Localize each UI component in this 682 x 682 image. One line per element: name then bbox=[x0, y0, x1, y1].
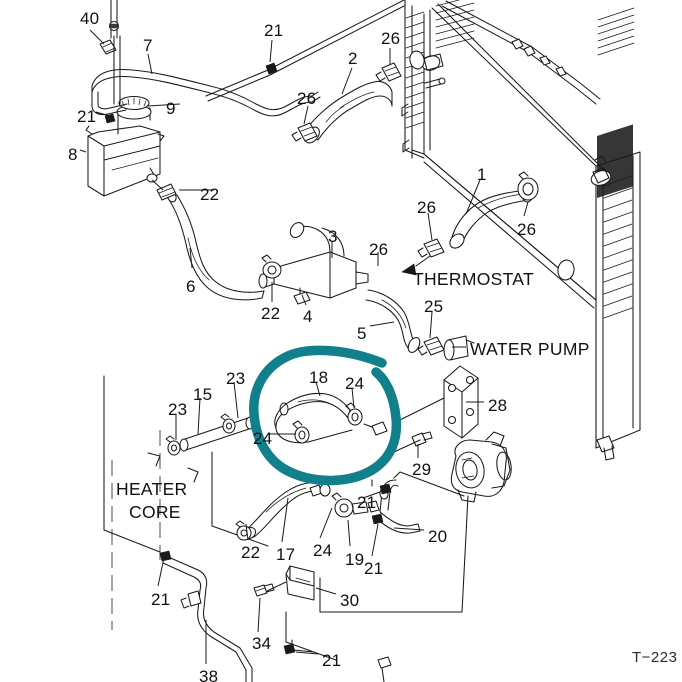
part-number-20: 20 bbox=[428, 527, 448, 546]
clamp-26-d bbox=[517, 171, 539, 201]
sheet-code: T−223 bbox=[632, 649, 678, 666]
part-number-40: 40 bbox=[80, 9, 100, 28]
clip-21-e bbox=[159, 550, 172, 562]
clip-21-d bbox=[371, 513, 384, 525]
bottom-bolt bbox=[377, 656, 392, 682]
part-number-5: 5 bbox=[357, 324, 367, 343]
part-number-21: 21 bbox=[264, 21, 284, 40]
part-number-21: 21 bbox=[364, 559, 384, 578]
part-number-18: 18 bbox=[309, 368, 329, 387]
clamp-24-c bbox=[309, 483, 331, 497]
part-number-24: 24 bbox=[313, 541, 333, 560]
part-number-24: 24 bbox=[253, 429, 273, 448]
part-number-24: 24 bbox=[345, 374, 365, 393]
part-number-26: 26 bbox=[517, 220, 537, 239]
part-number-15: 15 bbox=[193, 385, 213, 404]
pipe-bracket-28 bbox=[443, 365, 479, 439]
heater-core-outline bbox=[103, 375, 269, 630]
part-number-22: 22 bbox=[261, 304, 281, 323]
part-number-26: 26 bbox=[417, 198, 437, 217]
text-label-thermostat: THERMOSTAT bbox=[413, 269, 534, 289]
part-number-2: 2 bbox=[348, 49, 358, 68]
water-pump-inlet bbox=[443, 335, 475, 361]
part-number-25: 25 bbox=[424, 297, 444, 316]
part-number-26: 26 bbox=[369, 240, 389, 259]
text-label-core: CORE bbox=[129, 502, 181, 522]
part-number-38: 38 bbox=[199, 667, 219, 682]
part-number-21: 21 bbox=[151, 590, 171, 609]
part-number-22: 22 bbox=[200, 185, 220, 204]
part-number-29: 29 bbox=[412, 460, 432, 479]
coolant-pipe-3 bbox=[258, 222, 369, 305]
part-number-3: 3 bbox=[328, 227, 338, 246]
part-number-7: 7 bbox=[143, 36, 153, 55]
part-number-8: 8 bbox=[68, 145, 78, 164]
part-number-23: 23 bbox=[168, 400, 188, 419]
clamp-23-b bbox=[220, 413, 236, 434]
heater-pipe-15 bbox=[179, 416, 255, 452]
part-number-22: 22 bbox=[241, 543, 261, 562]
part-number-26: 26 bbox=[297, 89, 317, 108]
bracket-screw-34 bbox=[253, 583, 275, 597]
clip-21-c bbox=[379, 483, 392, 495]
clamp-26-c bbox=[417, 238, 445, 258]
clamp-25 bbox=[417, 336, 445, 356]
part-number-1: 1 bbox=[477, 165, 487, 184]
connector-19 bbox=[331, 492, 380, 518]
part-number-19: 19 bbox=[345, 550, 365, 569]
water-pump-housing bbox=[450, 431, 512, 503]
bypass-hose-18 bbox=[274, 393, 353, 444]
coolant-reservoir bbox=[85, 95, 165, 197]
text-label-water-pump: WATER PUMP bbox=[470, 339, 590, 359]
clamp-22-c bbox=[235, 520, 252, 541]
part-number-26: 26 bbox=[381, 29, 401, 48]
bracket-bolt-29 bbox=[411, 431, 433, 447]
overflow-hose-7 bbox=[91, 69, 321, 117]
radiator-assembly bbox=[401, 0, 641, 461]
clip-21-f bbox=[283, 643, 315, 655]
teal-circle-annotation bbox=[249, 345, 402, 486]
reservoir-hose-6 bbox=[167, 191, 265, 301]
text-label-heater: HEATER bbox=[116, 479, 188, 499]
clamp-24-a bbox=[345, 402, 363, 426]
water-pump-hose-5 bbox=[365, 289, 421, 353]
part-number-21: 21 bbox=[77, 107, 97, 126]
part-number-28: 28 bbox=[488, 396, 508, 415]
clamp-26-b bbox=[375, 62, 402, 82]
clamp-23-a bbox=[165, 435, 181, 456]
part-number-30: 30 bbox=[340, 591, 360, 610]
clamp-22-b bbox=[261, 254, 282, 279]
part-number-9: 9 bbox=[166, 99, 176, 118]
clip-21-a bbox=[265, 62, 278, 75]
part-number-23: 23 bbox=[226, 369, 246, 388]
hose-bracket-30 bbox=[285, 565, 315, 601]
clamp-24-b bbox=[292, 420, 310, 444]
part-number-21: 21 bbox=[357, 493, 377, 512]
clamp-22-a bbox=[156, 183, 177, 201]
clamp-26-a bbox=[291, 122, 318, 142]
heater-inlet-hose-38 bbox=[162, 555, 253, 682]
leader-lines bbox=[79, 29, 529, 664]
part-number-34: 34 bbox=[252, 634, 272, 653]
part-number-4: 4 bbox=[303, 307, 313, 326]
part-number-6: 6 bbox=[186, 277, 196, 296]
part-number-17: 17 bbox=[276, 545, 296, 564]
part-number-21: 21 bbox=[322, 651, 342, 670]
thermostat-arrow bbox=[401, 255, 431, 276]
